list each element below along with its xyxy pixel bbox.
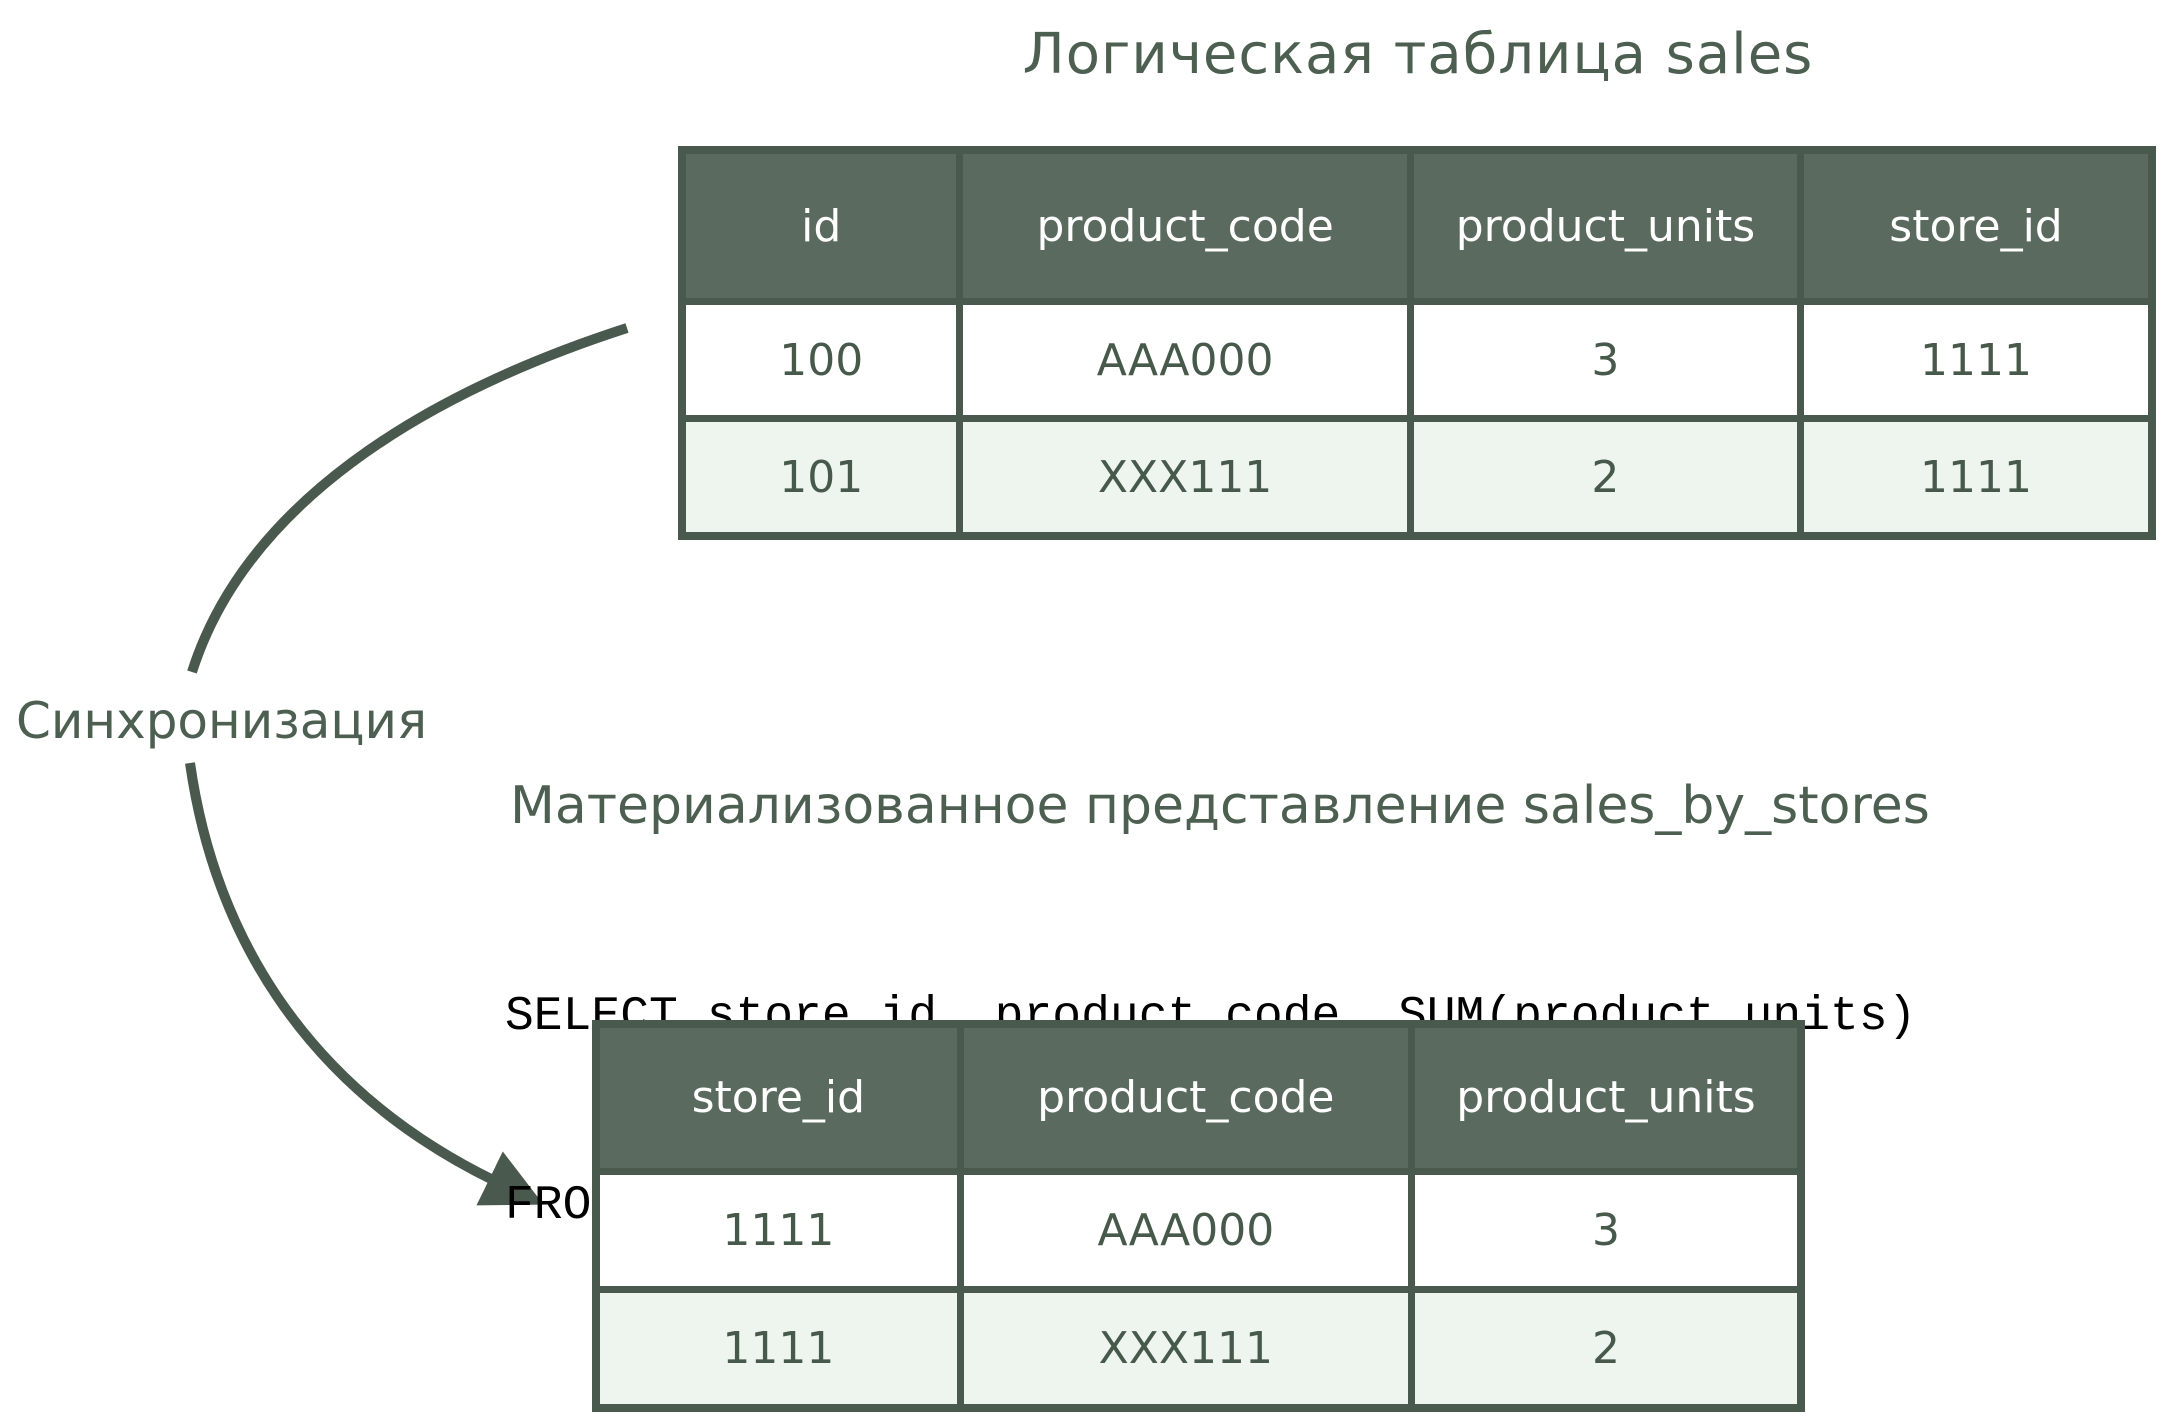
column-header: product_code bbox=[956, 154, 1406, 299]
table-cell: 100 bbox=[686, 305, 957, 416]
table-row: 101 XXX111 2 1111 bbox=[686, 415, 2148, 533]
table-cell: 2 bbox=[1406, 422, 1798, 533]
sales-by-stores-table: store_id product_code product_units 1111… bbox=[592, 1020, 1805, 1412]
sales-table-header-row: id product_code product_units store_id bbox=[686, 154, 2148, 299]
table-row: 100 AAA000 3 1111 bbox=[686, 298, 2148, 416]
table-cell: 1111 bbox=[1797, 305, 2148, 416]
table-row: 1111 AAA000 3 bbox=[600, 1167, 1797, 1286]
table-cell: 1111 bbox=[600, 1292, 957, 1404]
column-header: store_id bbox=[1797, 154, 2148, 299]
column-header: product_units bbox=[1407, 1028, 1797, 1168]
logical-table-title: Логическая таблица sales bbox=[1022, 22, 1814, 87]
column-header: store_id bbox=[691, 1072, 866, 1124]
table-cell: 1111 bbox=[600, 1174, 957, 1286]
sync-label: Синхронизация bbox=[16, 692, 428, 750]
sync-arrow-lower-segment bbox=[185, 762, 544, 1206]
table-cell: 3 bbox=[1407, 1174, 1797, 1286]
table-cell: 3 bbox=[1406, 305, 1798, 416]
sales-table: id product_code product_units store_id 1… bbox=[678, 146, 2156, 540]
sync-arrow-upper-segment bbox=[187, 323, 629, 674]
table-cell: AAA000 bbox=[956, 305, 1407, 416]
table-cell: XXX111 bbox=[956, 1292, 1408, 1404]
table-cell: 2 bbox=[1407, 1292, 1797, 1404]
sales-by-stores-header-row: store_id product_code product_units bbox=[600, 1028, 1797, 1168]
column-header: product_code bbox=[956, 1028, 1408, 1168]
table-cell: AAA000 bbox=[956, 1174, 1408, 1286]
column-header: product_units bbox=[1406, 154, 1797, 299]
table-cell: 1111 bbox=[1797, 422, 2148, 533]
table-cell: 101 bbox=[686, 422, 957, 533]
materialized-view-title: Материализованное представление sales_by… bbox=[510, 776, 1930, 836]
table-row: 1111 XXX111 2 bbox=[600, 1285, 1797, 1404]
column-header: id bbox=[801, 200, 842, 252]
table-cell: XXX111 bbox=[956, 422, 1407, 533]
